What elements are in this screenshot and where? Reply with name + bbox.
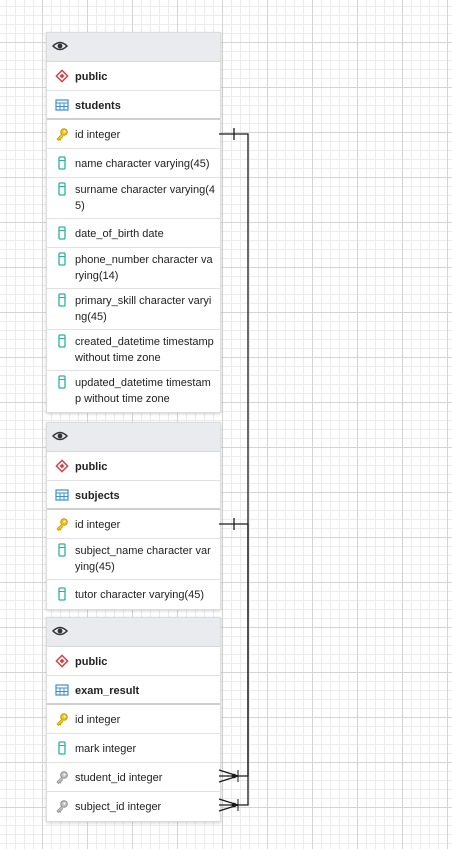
column-text: date_of_birth date bbox=[75, 228, 164, 240]
table-header bbox=[47, 618, 220, 647]
column-row[interactable]: updated_datetime timestamp without time … bbox=[47, 371, 220, 412]
table-header bbox=[47, 423, 220, 452]
schema-icon bbox=[55, 654, 69, 668]
column-text: subject_name character varying(45) bbox=[75, 545, 211, 573]
column-row[interactable]: student_id integer bbox=[47, 763, 220, 792]
column-icon bbox=[58, 375, 66, 389]
column-row[interactable]: id integer bbox=[47, 705, 220, 734]
primary-key-icon bbox=[56, 518, 68, 531]
eye-icon[interactable] bbox=[52, 428, 68, 444]
column-icon bbox=[58, 587, 66, 601]
column-row[interactable]: date_of_birth date bbox=[47, 219, 220, 248]
column-text: student_id integer bbox=[75, 772, 163, 784]
table-name-row: students bbox=[47, 91, 220, 120]
schema-name: public bbox=[75, 71, 108, 83]
crowfoot-dot bbox=[231, 802, 237, 808]
column-text: subject_id integer bbox=[75, 801, 162, 813]
table-exam-result[interactable]: public exam_result id integer mark integ… bbox=[46, 617, 221, 822]
column-row[interactable]: tutor character varying(45) bbox=[47, 580, 220, 609]
primary-key-icon bbox=[56, 128, 68, 141]
column-icon bbox=[58, 543, 66, 557]
column-row[interactable]: primary_skill character varying(45) bbox=[47, 289, 220, 330]
foreign-key-icon bbox=[56, 771, 68, 784]
column-text: name character varying(45) bbox=[75, 158, 210, 170]
table-header bbox=[47, 33, 220, 62]
column-row[interactable]: id integer bbox=[47, 120, 220, 149]
column-text: mark integer bbox=[75, 743, 137, 755]
column-icon bbox=[58, 293, 66, 307]
column-row[interactable]: name character varying(45) bbox=[47, 149, 220, 178]
column-text: id integer bbox=[75, 129, 121, 141]
schema-row: public bbox=[47, 62, 220, 91]
column-text: surname character varying(45) bbox=[75, 184, 216, 212]
primary-key-icon bbox=[56, 713, 68, 726]
column-row[interactable]: surname character varying(45) bbox=[47, 178, 220, 219]
column-text: phone_number character varying(14) bbox=[75, 254, 213, 282]
column-row[interactable]: created_datetime timestamp without time … bbox=[47, 330, 220, 371]
eye-icon[interactable] bbox=[52, 623, 68, 639]
column-icon bbox=[58, 334, 66, 348]
schema-row: public bbox=[47, 647, 220, 676]
column-text: id integer bbox=[75, 519, 121, 531]
schema-name: public bbox=[75, 656, 108, 668]
table-name: subjects bbox=[75, 490, 120, 502]
table-icon bbox=[55, 99, 69, 111]
table-name-row: subjects bbox=[47, 481, 220, 510]
column-text: created_datetime timestamp without time … bbox=[75, 336, 214, 364]
table-subjects[interactable]: public subjects id integer subject_name … bbox=[46, 422, 221, 610]
schema-row: public bbox=[47, 452, 220, 481]
column-text: primary_skill character varying(45) bbox=[75, 295, 212, 323]
column-row[interactable]: mark integer bbox=[47, 734, 220, 763]
column-row[interactable]: subject_id integer bbox=[47, 792, 220, 821]
table-name: exam_result bbox=[75, 685, 140, 697]
table-name: students bbox=[75, 100, 121, 112]
column-icon bbox=[58, 741, 66, 755]
relationship-students-exam-result[interactable] bbox=[218, 128, 249, 783]
eye-icon[interactable] bbox=[52, 38, 68, 54]
column-icon bbox=[58, 182, 66, 196]
crowfoot-dot bbox=[231, 773, 237, 779]
table-icon bbox=[55, 684, 69, 696]
schema-name: public bbox=[75, 461, 108, 473]
table-name-row: exam_result bbox=[47, 676, 220, 705]
column-icon bbox=[58, 156, 66, 170]
column-row[interactable]: phone_number character varying(14) bbox=[47, 248, 220, 289]
schema-icon bbox=[55, 69, 69, 83]
relationship-subjects-exam-result[interactable] bbox=[218, 518, 249, 812]
column-row[interactable]: id integer bbox=[47, 510, 220, 539]
column-icon bbox=[58, 252, 66, 266]
column-text: updated_datetime timestamp without time … bbox=[75, 377, 211, 405]
table-students[interactable]: public students id integer name characte… bbox=[46, 32, 221, 413]
schema-icon bbox=[55, 459, 69, 473]
column-text: tutor character varying(45) bbox=[75, 589, 204, 601]
table-icon bbox=[55, 489, 69, 501]
foreign-key-icon bbox=[56, 800, 68, 813]
column-text: id integer bbox=[75, 714, 121, 726]
column-icon bbox=[58, 226, 66, 240]
column-row[interactable]: subject_name character varying(45) bbox=[47, 539, 220, 580]
